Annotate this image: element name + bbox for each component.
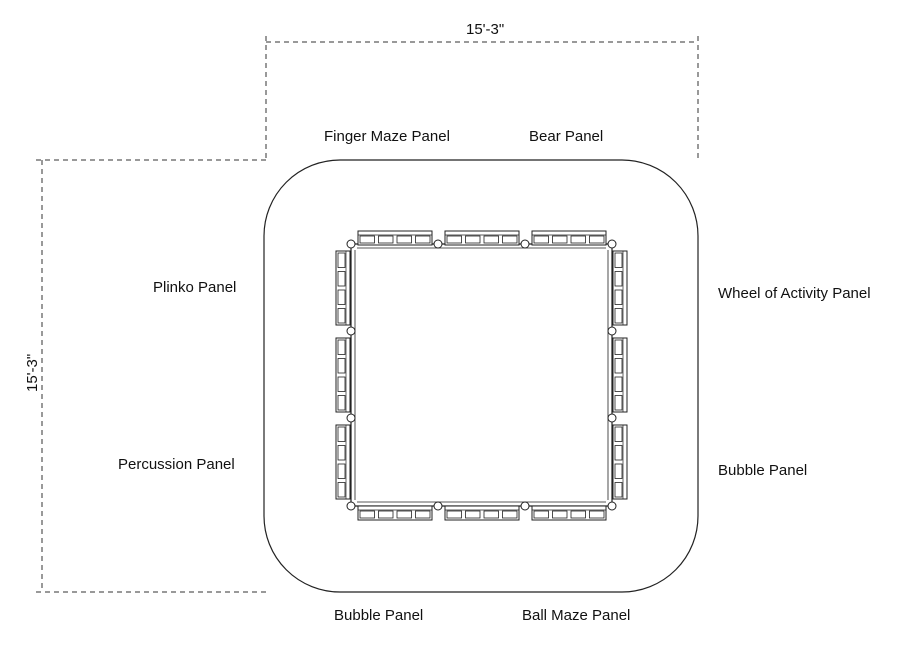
panel-module-left-2 <box>335 337 351 413</box>
panel-module-left-1-cell <box>337 289 346 305</box>
panel-module-bottom-2-cell <box>465 510 481 519</box>
panel-module-top-3-cell <box>552 235 568 244</box>
panel-module-left-2-cell <box>337 395 346 411</box>
label-bubble-panel-bottom: Bubble Panel <box>334 607 424 624</box>
label-bubble-panel-right: Bubble Panel <box>718 462 808 479</box>
panel-module-right-2-cell <box>614 395 623 411</box>
panel-module-top-3-cell <box>570 235 586 244</box>
panel-module-bottom-1-cell <box>378 510 394 519</box>
connector-post <box>433 239 443 249</box>
label-plinko-panel: Plinko Panel <box>153 279 237 296</box>
panel-module-bottom-3-cell <box>570 510 586 519</box>
panel-module-right-3-cell <box>614 482 623 498</box>
label-finger-maze-panel: Finger Maze Panel <box>324 128 450 145</box>
connector-post <box>433 501 443 511</box>
panel-module-top-1-cell <box>415 235 431 244</box>
label-ball-maze-panel: Ball Maze Panel <box>522 607 631 624</box>
panel-module-left-3-cell <box>337 482 346 498</box>
panel-module-right-1-cell <box>614 271 623 287</box>
panel-module-right-2-cell <box>614 376 623 392</box>
panel-module-bottom-2-cell <box>502 510 518 519</box>
connector-post <box>607 326 617 336</box>
panel-module-right-2 <box>612 337 628 413</box>
panel-module-left-3-cell <box>337 445 346 461</box>
panel-enclosure <box>335 230 628 521</box>
panel-module-bottom-2 <box>444 505 520 521</box>
connector-post <box>346 239 356 249</box>
panel-module-top-3-cell <box>589 235 605 244</box>
panel-module-right-1 <box>612 250 628 326</box>
panel-module-top-2-cell <box>502 235 518 244</box>
panel-module-left-1-cell <box>337 252 346 268</box>
connector-post <box>607 501 617 511</box>
panel-module-right-1-cell <box>614 252 623 268</box>
panel-module-left-3-cell <box>337 463 346 479</box>
panel-module-bottom-1 <box>357 505 433 521</box>
panel-module-left-2-cell <box>337 376 346 392</box>
panel-module-right-1-cell <box>614 289 623 305</box>
panel-module-bottom-3-cell <box>589 510 605 519</box>
panel-module-bottom-1-cell <box>359 510 375 519</box>
left-dimension-label: 15'-3" <box>24 353 41 392</box>
panel-module-right-2-cell <box>614 339 623 355</box>
panel-module-top-1-cell <box>359 235 375 244</box>
connector-post <box>520 501 530 511</box>
panel-module-left-1-cell <box>337 271 346 287</box>
panel-module-right-3-cell <box>614 426 623 442</box>
panel-module-bottom-2-cell <box>483 510 499 519</box>
label-percussion-panel: Percussion Panel <box>118 456 235 473</box>
panel-module-top-2-cell <box>483 235 499 244</box>
panel-module-bottom-3-cell <box>533 510 549 519</box>
label-wheel-of-activity-panel: Wheel of Activity Panel <box>718 285 871 302</box>
connector-post <box>346 413 356 423</box>
panel-module-top-3-cell <box>533 235 549 244</box>
panel-module-left-2-cell <box>337 339 346 355</box>
panel-module-right-3-cell <box>614 463 623 479</box>
connector-post <box>607 413 617 423</box>
panel-module-bottom-2-cell <box>446 510 462 519</box>
connector-post <box>346 326 356 336</box>
panel-module-top-2-cell <box>465 235 481 244</box>
panel-module-top-1 <box>357 230 433 246</box>
panel-module-left-3-cell <box>337 426 346 442</box>
connector-post <box>346 501 356 511</box>
play-area-boundary <box>263 159 699 593</box>
panel-module-right-2-cell <box>614 358 623 374</box>
label-bear-panel: Bear Panel <box>529 128 604 145</box>
panel-module-left-1 <box>335 250 351 326</box>
panel-module-bottom-3 <box>531 505 607 521</box>
panel-module-top-3 <box>531 230 607 246</box>
panel-module-bottom-1-cell <box>396 510 412 519</box>
panel-module-top-1-cell <box>378 235 394 244</box>
dimension-lines <box>36 36 699 593</box>
panel-module-top-2-cell <box>446 235 462 244</box>
panel-module-left-2-cell <box>337 358 346 374</box>
top-dimension-label: 15'-3" <box>466 21 505 38</box>
panel-module-right-3 <box>612 424 628 500</box>
panel-module-bottom-1-cell <box>415 510 431 519</box>
connector-post <box>607 239 617 249</box>
panel-module-left-3 <box>335 424 351 500</box>
panel-module-right-1-cell <box>614 308 623 324</box>
panel-module-right-3-cell <box>614 445 623 461</box>
connector-post <box>520 239 530 249</box>
panel-module-top-2 <box>444 230 520 246</box>
panel-module-top-1-cell <box>396 235 412 244</box>
panel-module-left-1-cell <box>337 308 346 324</box>
panel-module-bottom-3-cell <box>552 510 568 519</box>
